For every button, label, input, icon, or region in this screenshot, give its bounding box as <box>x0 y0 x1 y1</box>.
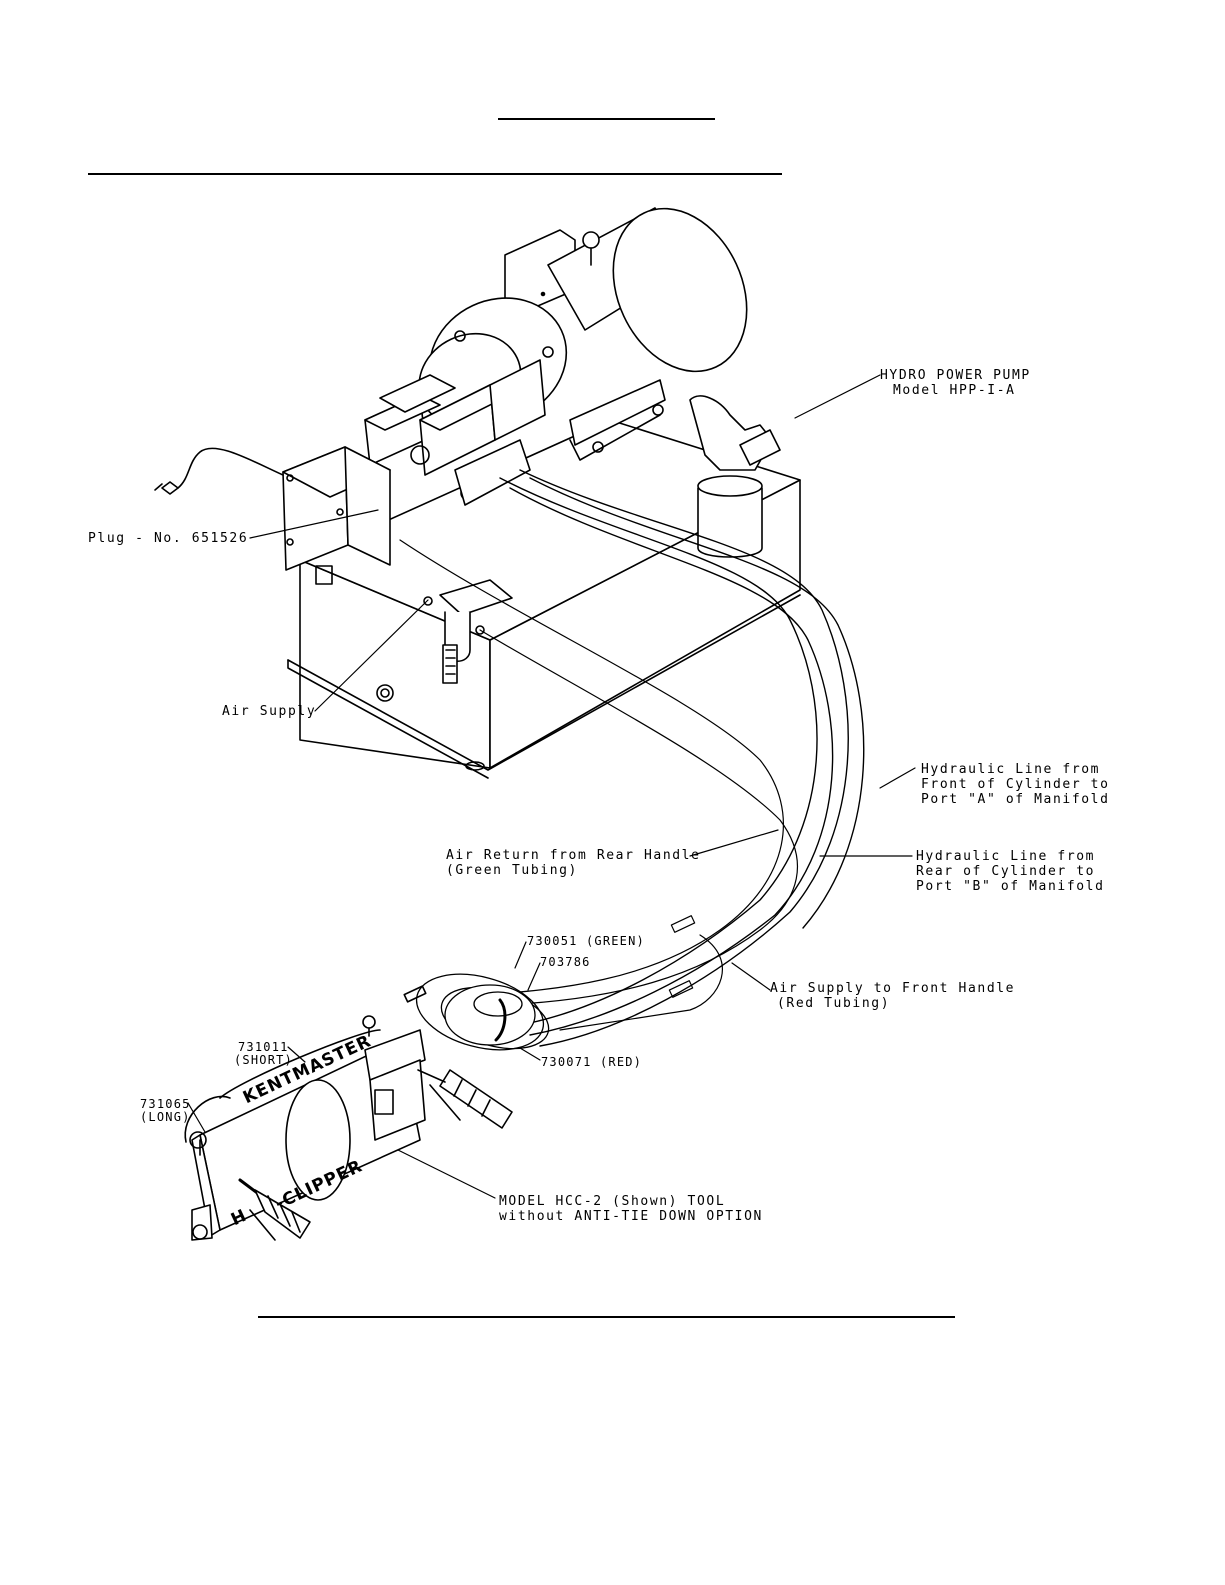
hyd-rear-line3: Port "B" of Manifold <box>916 879 1105 894</box>
hyd-front-line2: Front of Cylinder to <box>921 777 1110 792</box>
part-703786-label: 703786 <box>540 955 591 969</box>
hyd-front-line1: Hydraulic Line from <box>921 762 1101 777</box>
leader-lines <box>187 374 916 1199</box>
part-731011-label: 731011 <box>238 1040 289 1054</box>
return-filter <box>689 395 781 558</box>
part-731011-sub: (SHORT) <box>234 1053 293 1067</box>
model-label-line1: MODEL HCC-2 (Shown) TOOL <box>499 1194 726 1209</box>
hose-coil <box>415 973 550 1051</box>
hyd-rear-line2: Rear of Cylinder to <box>916 864 1096 879</box>
header-rule <box>88 173 782 175</box>
plug-label: Plug - No. 651526 <box>88 531 249 546</box>
footer-rule <box>258 1316 955 1318</box>
part-730071-label: 730071 (RED) <box>541 1055 643 1069</box>
valve-blocks <box>364 359 546 506</box>
pump-label-line1: HYDRO POWER PUMP <box>880 368 1031 383</box>
air-regulator <box>423 579 513 684</box>
title-underline <box>498 118 715 120</box>
air-return-line2: (Green Tubing) <box>446 863 578 878</box>
air-tubing <box>399 539 798 1031</box>
air-supply-label: Air Supply <box>222 704 317 719</box>
air-return-line1: Air Return from Rear Handle <box>446 848 701 863</box>
junction-box <box>154 446 391 585</box>
air-front-line2: (Red Tubing) <box>777 996 891 1011</box>
part-731065-label: 731065 <box>140 1097 191 1111</box>
hyd-front-line3: Port "A" of Manifold <box>921 792 1110 807</box>
clipper-tool <box>184 985 513 1241</box>
hyd-rear-line1: Hydraulic Line from <box>916 849 1096 864</box>
hydraulic-hoses <box>499 469 865 1047</box>
model-label-line2: without ANTI-TIE DOWN OPTION <box>499 1209 763 1224</box>
part-730051-label: 730051 (GREEN) <box>527 934 645 948</box>
part-731065-sub: (LONG) <box>140 1110 191 1124</box>
air-front-line1: Air Supply to Front Handle <box>770 981 1016 996</box>
pump-label-line2: Model HPP-I-A <box>893 383 1016 398</box>
